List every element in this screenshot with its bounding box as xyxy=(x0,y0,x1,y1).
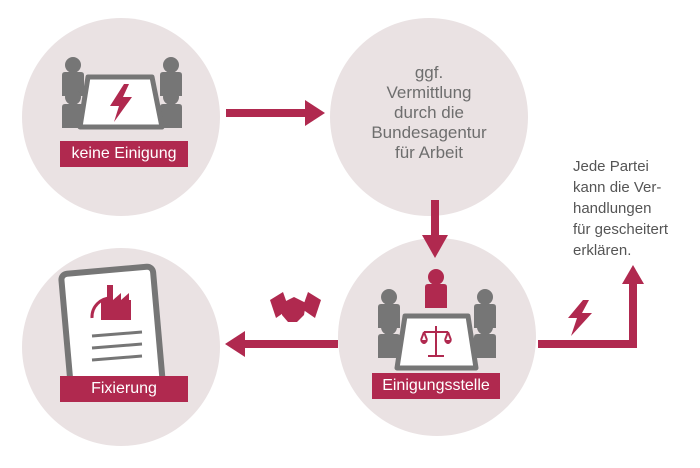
chairperson-icon xyxy=(425,269,447,308)
document-lines xyxy=(91,330,143,362)
vermittlung-line: durch die xyxy=(394,103,464,122)
scales-icon xyxy=(420,326,452,357)
vermittlung-text: ggf. Vermittlung durch die Bundesagentur… xyxy=(348,63,510,163)
document-icon xyxy=(58,263,166,397)
meeting-icon-bottom xyxy=(378,269,496,371)
person-icon xyxy=(474,319,496,358)
meeting-icon-top xyxy=(62,57,182,130)
label-einigungsstelle: Einigungsstelle xyxy=(372,373,500,399)
lightning-icon xyxy=(568,300,592,336)
label-fixierung: Fixierung xyxy=(60,376,188,402)
vermittlung-line: ggf. xyxy=(414,63,444,82)
side-note: Jede Partei kann die Ver- handlungen für… xyxy=(573,158,669,259)
arrow-right xyxy=(226,100,325,126)
circle-vermittlung xyxy=(330,18,528,216)
vermittlung-line: für Arbeit xyxy=(394,143,464,162)
factory-icon xyxy=(101,285,131,320)
handshake-icon xyxy=(270,292,321,322)
arrow-down xyxy=(422,200,448,258)
arrow-up-right xyxy=(538,265,644,348)
vermittlung-line: Vermittlung xyxy=(386,83,472,102)
arrow-left xyxy=(225,331,338,357)
vermittlung-line: Bundesagentur xyxy=(371,123,487,142)
label-keine-einigung: keine Einigung xyxy=(60,141,188,167)
person-icon xyxy=(378,319,400,358)
lightning-icon xyxy=(110,84,132,122)
